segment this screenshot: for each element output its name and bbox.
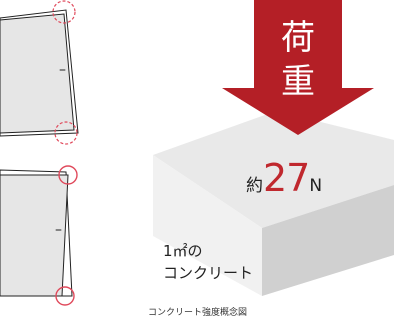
upper-panel-back <box>0 9 79 137</box>
volume-label-line-1: 1㎡の <box>163 242 203 260</box>
upper-top-dashed-circle <box>52 0 76 24</box>
lower-panel-front <box>0 174 69 297</box>
concrete-block <box>153 111 394 296</box>
load-label-char-2: 重 <box>281 62 315 102</box>
block-front-face <box>153 155 262 296</box>
force-prefix: 約 <box>246 176 263 196</box>
force-label: 約27N <box>246 158 322 211</box>
lower-panel-dash: – <box>55 222 62 238</box>
force-unit: N <box>309 176 323 196</box>
load-label-char-1: 荷 <box>281 18 315 58</box>
upper-panel-front <box>0 13 75 134</box>
upper-panel: – <box>0 0 79 145</box>
load-arrow <box>222 0 374 135</box>
block-right-face <box>262 185 394 296</box>
lower-top-circle <box>58 165 78 185</box>
upper-bottom-dashed-circle <box>54 121 78 145</box>
lower-panel-back <box>0 169 73 297</box>
upper-panel-dash: – <box>59 62 66 78</box>
lower-bottom-circle <box>55 286 75 306</box>
force-value: 27 <box>263 156 310 200</box>
lower-panel: – <box>0 165 78 306</box>
diagram-caption: コンクリート強度概念図 <box>148 308 248 318</box>
block-top-face <box>153 111 394 228</box>
volume-label-line-2: コンクリート <box>163 264 254 282</box>
